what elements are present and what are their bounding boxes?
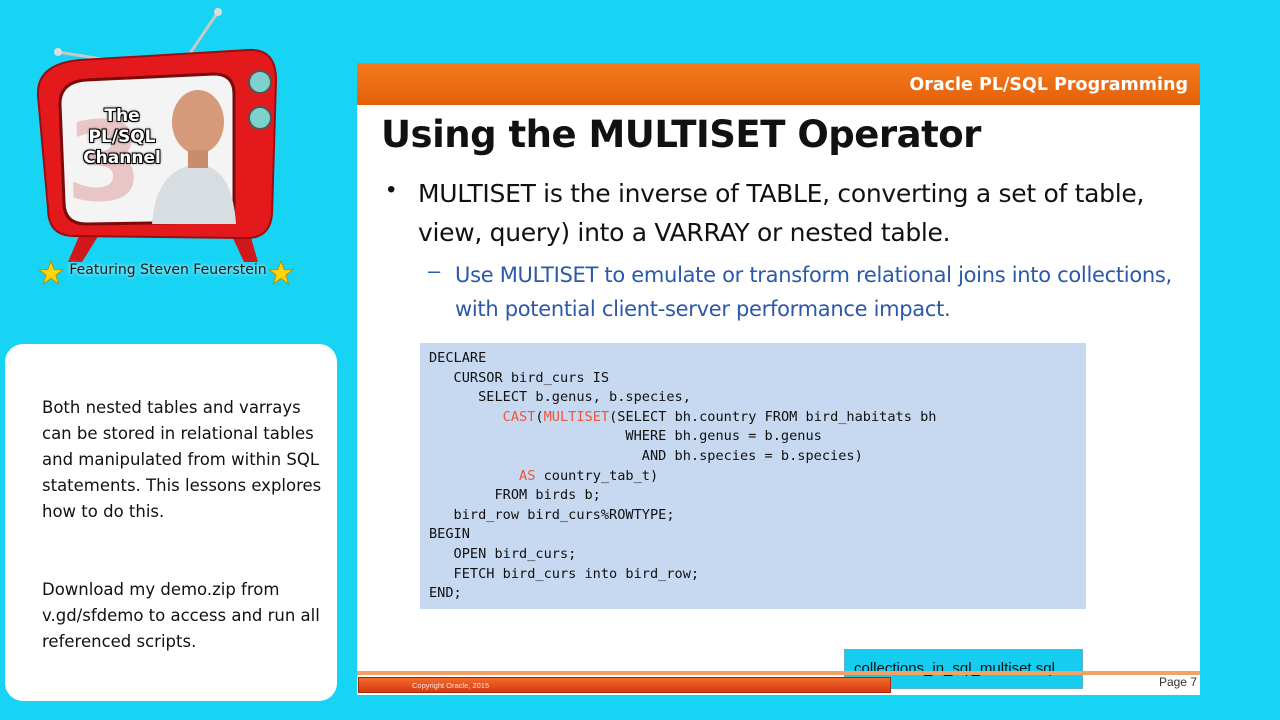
page-number: Page 7: [1158, 675, 1197, 689]
sub-bullet: Use MULTISET to emulate or transform rel…: [455, 263, 1172, 321]
code-keyword-as: AS: [519, 467, 536, 484]
description-card: Both nested tables and varrays can be st…: [5, 344, 337, 701]
slide-footer-bar: Copyright Oracle, 2015: [358, 677, 891, 693]
code-line: AND bh.species = b.species): [429, 447, 863, 464]
featuring-caption: Featuring Steven Feuerstein: [69, 262, 267, 278]
code-keyword-cast: CAST: [502, 408, 536, 425]
code-line: FROM birds b;: [429, 487, 601, 504]
code-indent: [429, 468, 519, 484]
code-line: WHERE bh.genus = b.genus: [429, 428, 822, 445]
main-bullet: MULTISET is the inverse of TABLE, conver…: [418, 179, 1145, 247]
code-paren: (: [535, 408, 544, 425]
code-line: country_tab_t): [535, 467, 659, 484]
code-line: OPEN bird_curs;: [429, 545, 577, 562]
code-line: CURSOR bird_curs IS: [429, 369, 610, 386]
logo-line-plsql: PL/SQL: [88, 127, 156, 147]
code-indent: [429, 409, 503, 425]
description-paragraph: Both nested tables and varrays can be st…: [42, 398, 322, 521]
code-line: FETCH bird_curs into bird_row;: [429, 565, 700, 582]
code-line: bird_row bird_curs%ROWTYPE;: [429, 506, 675, 523]
star-icon: [268, 260, 294, 285]
download-paragraph: Download my demo.zip from v.gd/sfdemo to…: [42, 580, 320, 651]
bullet-icon: •: [387, 176, 396, 203]
code-line: BEGIN: [429, 526, 470, 543]
logo-line-the: The: [104, 106, 140, 126]
presentation-slide: Oracle PL/SQL Programming Using the MULT…: [357, 63, 1200, 695]
code-line: (SELECT bh.country FROM bird_habitats bh: [609, 408, 937, 425]
svg-text:3: 3: [66, 98, 143, 226]
slide-brand: Oracle PL/SQL Programming: [909, 75, 1188, 95]
slide-title: Using the MULTISET Operator: [381, 113, 981, 156]
dash-icon: –: [428, 258, 441, 283]
code-line: END;: [429, 585, 462, 602]
tv-logo-graphic: 3: [36, 8, 278, 262]
slide-footer-line: [357, 671, 1200, 675]
copyright-text: Copyright Oracle, 2015: [412, 681, 490, 690]
code-block: DECLARE CURSOR bird_curs IS SELECT b.gen…: [429, 349, 936, 604]
slide-header-bar: Oracle PL/SQL Programming: [357, 63, 1200, 105]
logo-line-channel: Channel: [83, 148, 161, 168]
star-icon: [38, 260, 64, 285]
code-line: DECLARE: [429, 350, 487, 366]
code-keyword-multiset: MULTISET: [543, 408, 610, 425]
code-line: SELECT b.genus, b.species,: [429, 389, 691, 406]
code-box: DECLARE CURSOR bird_curs IS SELECT b.gen…: [420, 343, 1086, 609]
